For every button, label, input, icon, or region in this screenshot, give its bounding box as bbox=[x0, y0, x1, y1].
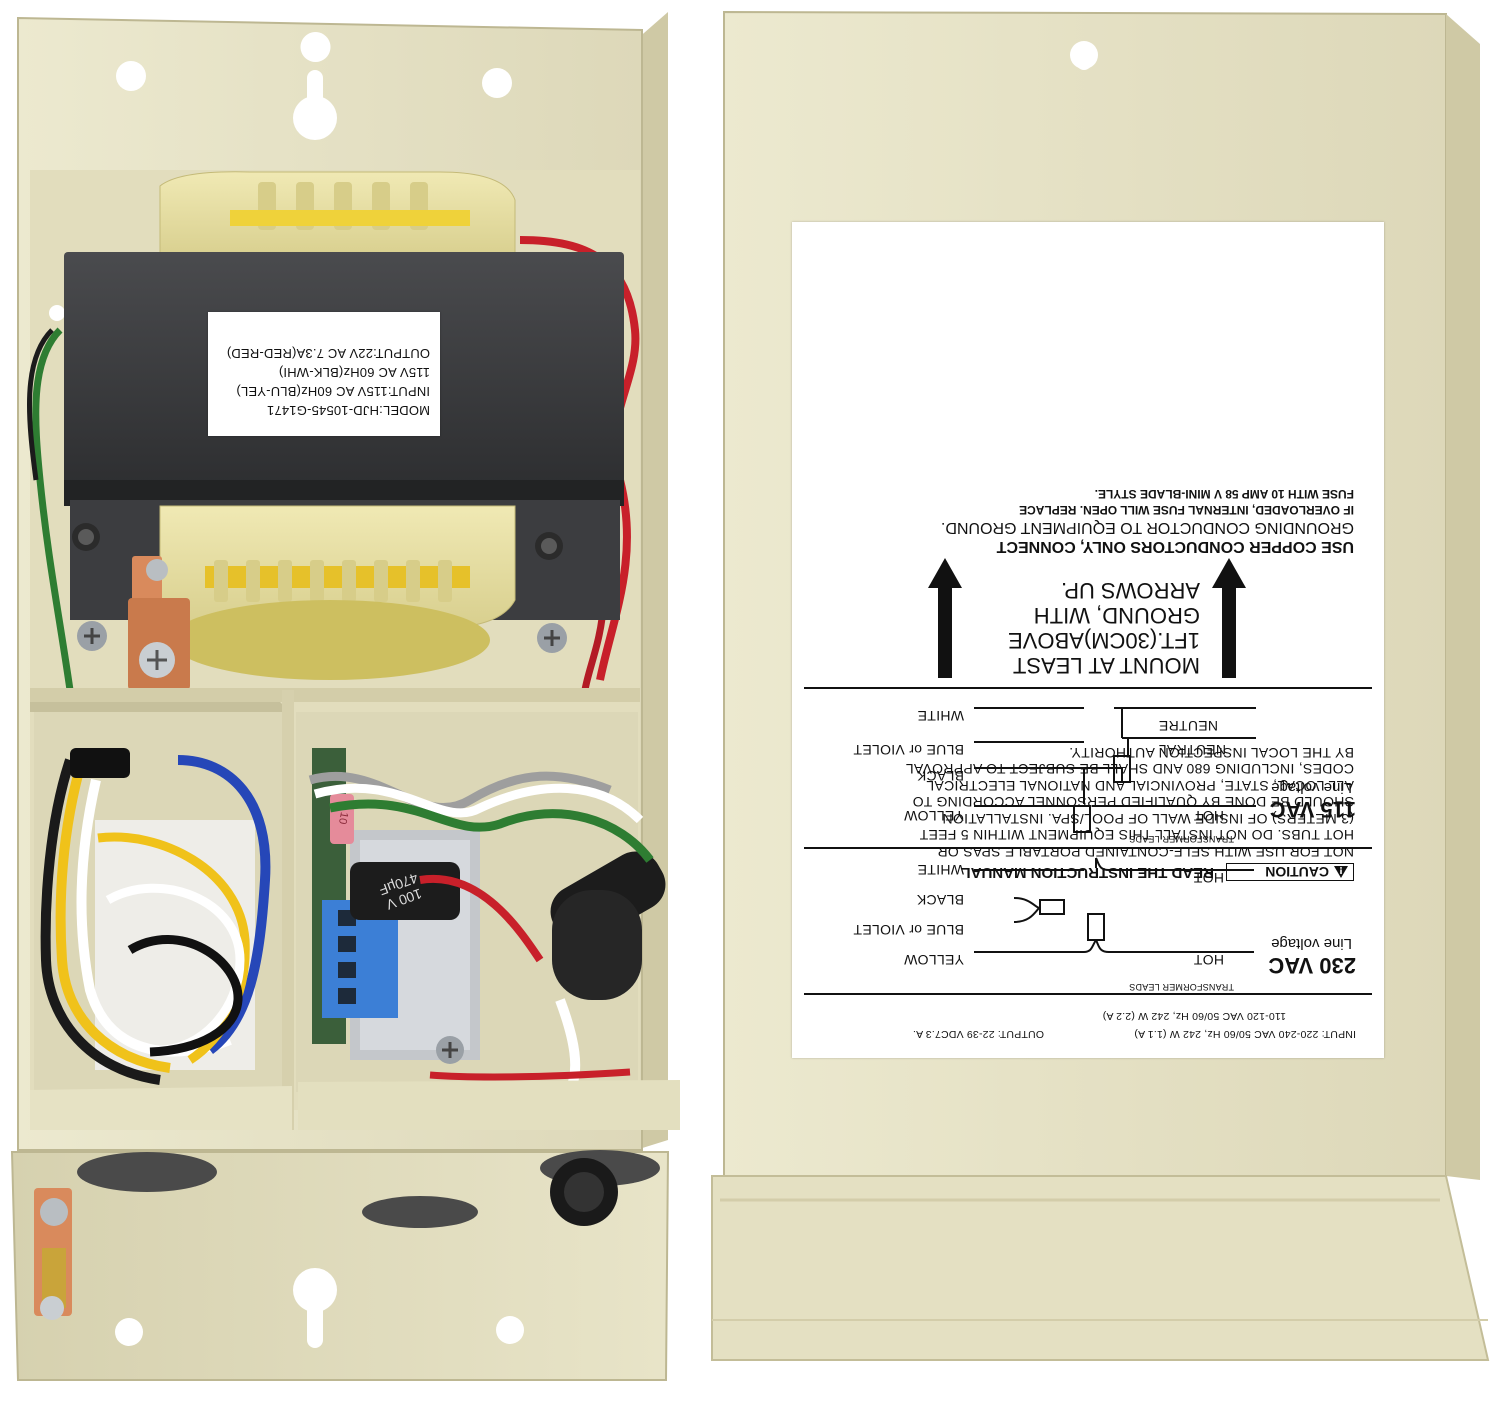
vac-230-wire-blue: BLUE or VIOLET bbox=[853, 922, 964, 938]
vac-115-wire-white: WHITE bbox=[917, 708, 964, 724]
mount-line-3: GROUND, WITH bbox=[1033, 603, 1200, 628]
install-text: NOT FOR USE WITH SELF-CONTAINED PORTABLE… bbox=[814, 745, 1355, 860]
vac-230-line-voltage: Line voltage bbox=[1271, 935, 1352, 952]
transformer-input-1: INPUT:115V AC 60Hz(BLU-YEL) bbox=[236, 384, 430, 399]
transformer-model: MODEL:HJD-10545-G1471 bbox=[266, 403, 430, 418]
transformer-output: OUTPUT:22V AC 7.3A(RED-RED) bbox=[226, 346, 430, 361]
transformer-input-2: 115V AC 60Hz(BLK-WHI) bbox=[278, 365, 430, 380]
vac-230-title: 230 VAC bbox=[1268, 953, 1356, 978]
wiring-diagram bbox=[804, 558, 1372, 995]
transformer-label: MODEL:HJD-10545-G1471 INPUT:115V AC 60Hz… bbox=[208, 312, 440, 436]
warning-line-2: GROUNDING CONDUCTOR TO EQUIPMENT GROUND. bbox=[940, 519, 1354, 536]
install-line-2: HOT TUBS. DO NOT INSTALL THIS EQUIPMENT … bbox=[919, 827, 1354, 844]
install-line-6: CODES, INCLUDING 680 AND SHALL BE SUBJEC… bbox=[905, 761, 1355, 778]
caution-row: CAUTION READ THE INSTRUCTION MANUAL bbox=[814, 859, 1354, 881]
mount-line-2: 1FT.(30CM)ABOVE bbox=[1008, 628, 1200, 653]
vac-230-leads-label: TRANSFORMER LEADS bbox=[1129, 982, 1234, 992]
install-line-4: SHOULD BE DONE BY QUALIFIED PERSONNEL AC… bbox=[912, 794, 1354, 811]
warning-line-1: USE COPPER CONDUCTORS ONLY, CONNECT bbox=[996, 538, 1354, 555]
left-enclosure bbox=[10, 12, 680, 1381]
caution-text: READ THE INSTRUCTION MANUAL bbox=[961, 864, 1215, 881]
vac-230-wire-yellow: YELLOW bbox=[903, 952, 964, 968]
install-line-3: (3 METERS) OF INSIDE WALL OF POOL/SPA. I… bbox=[942, 811, 1354, 827]
install-line-5: ALL LOCAL, STATE, PROVINCIAL AND NATIONA… bbox=[926, 778, 1354, 794]
install-line-7: BY THE LOCAL INSPECTION AUTHORITY. bbox=[1068, 745, 1354, 761]
caution-label: CAUTION bbox=[1265, 864, 1329, 880]
warning-text: USE COPPER CONDUCTORS ONLY, CONNECT GROU… bbox=[814, 486, 1354, 556]
instruction-card: INPUT: 220-240 VAC 50/60 Hz, 242 W (1.1 … bbox=[792, 222, 1384, 1058]
mount-line-1: MOUNT AT LEAST bbox=[1012, 653, 1200, 678]
vac-115-neutre: NEUTRE bbox=[1158, 718, 1218, 734]
mount-text: MOUNT AT LEAST 1FT.(30CM)ABOVE GROUND, W… bbox=[970, 578, 1200, 678]
warning-line-4: FUSE WITH 10 AMP 58 V MINI-BLADE STYLE. bbox=[1094, 487, 1354, 501]
warning-line-3: IF OVERLOADED, INTERNAL FUSE WILL OPEN. … bbox=[1019, 503, 1354, 517]
vac-230-wire-black: BLACK bbox=[916, 892, 964, 908]
warning-triangle-icon bbox=[1334, 866, 1348, 878]
caution-badge: CAUTION bbox=[1226, 863, 1354, 881]
vac-230-hot-lower: HOT bbox=[1193, 952, 1224, 968]
install-line-1: NOT FOR USE WITH SELF-CONTAINED PORTABLE… bbox=[937, 844, 1354, 860]
mount-line-4: ARROWS UP. bbox=[1061, 578, 1200, 603]
